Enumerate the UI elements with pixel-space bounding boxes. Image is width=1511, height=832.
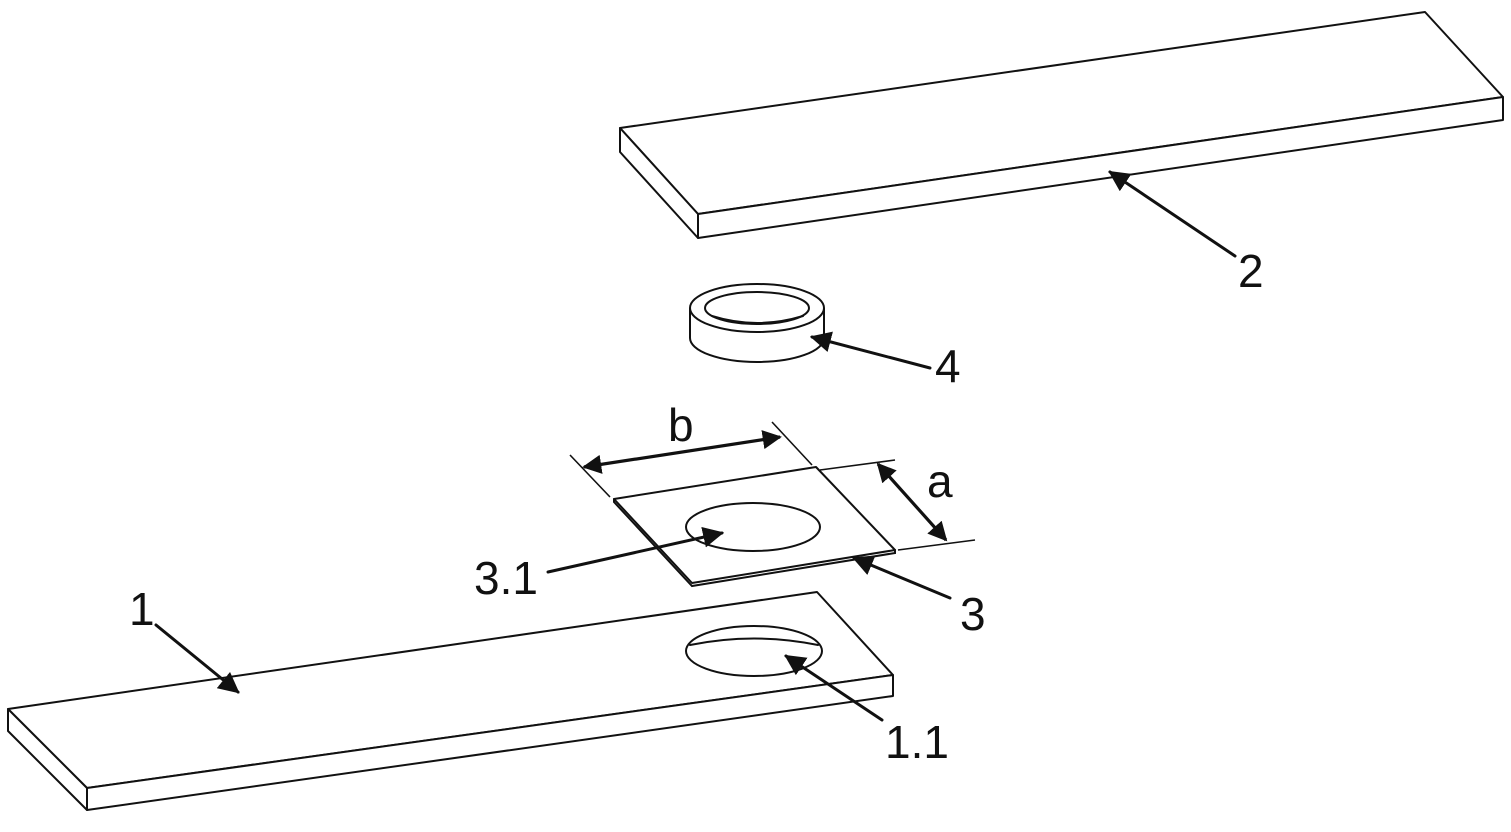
callout-2-leader [1108,170,1237,258]
callout-1-label: 1 [129,583,155,635]
part-1-1-hole [685,625,823,677]
part-1-end-face [7,708,88,811]
part-3-plate-thickness [613,498,896,588]
callout-3-1-label: 3.1 [474,552,538,604]
dimension-a: a [819,455,976,551]
part-2-upper-bar [619,11,1504,239]
callout-1: 1 [129,583,240,694]
callout-1-1-label: 1.1 [885,716,949,768]
callout-1-leader [154,623,240,694]
callout-4-label: 4 [935,340,961,392]
dimension-a-extension-top [819,459,896,471]
dimension-b: b [569,399,813,498]
part-2-end-face [619,127,699,239]
callout-3-leader [852,555,952,600]
dimension-b-extension-left [569,454,611,498]
callout-1-1-leader [784,654,884,722]
dimension-b-extension-right [771,421,813,466]
callout-3-label: 3 [960,588,986,640]
callout-1-1: 1.1 [784,654,949,768]
callout-2-label: 2 [1238,245,1264,297]
part-3-1-hole [685,502,821,552]
callout-3-1: 3.1 [474,526,725,604]
part-3-square-plate [613,466,896,588]
callout-4-leader [809,331,932,370]
dimension-a-arrow [876,462,948,542]
callout-3: 3 [852,555,986,640]
part-4-inner-bottom-edge [711,315,804,324]
dimension-a-extension-bottom [897,539,976,551]
part-1-1-hole-inner-edge [689,637,819,646]
callout-4: 4 [809,331,961,392]
dimension-b-label: b [668,399,694,451]
callout-2: 2 [1108,170,1264,297]
callout-3-1-leader [546,526,725,574]
dimension-b-arrow [582,430,782,474]
part-4-ring [689,283,825,363]
dimension-a-label: a [927,455,953,507]
